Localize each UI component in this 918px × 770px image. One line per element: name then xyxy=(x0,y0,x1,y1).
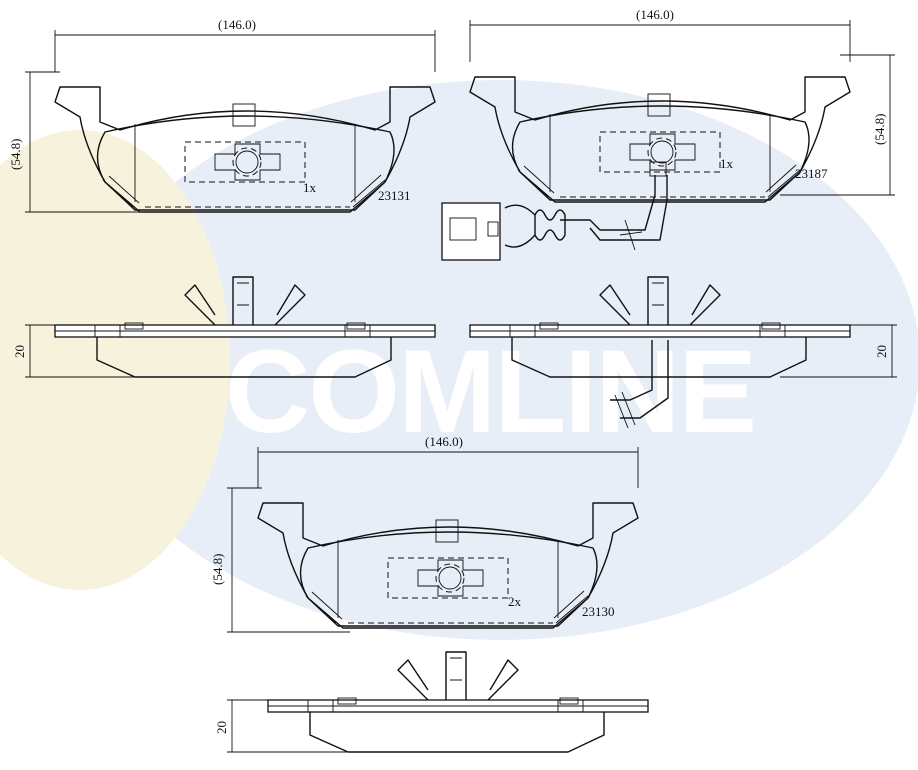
pad-23187-qty-label: 1x xyxy=(720,156,734,171)
pad-23130-side-view xyxy=(267,651,649,753)
watermark-band xyxy=(0,130,230,590)
pad-23131-part-number: 23131 xyxy=(378,188,411,203)
pad-23131-height-label: (54.8) xyxy=(8,139,23,170)
pad-23187-dimensions: (146.0) (54.8) 1x 23187 xyxy=(469,7,895,196)
pad-23187-width-label: (146.0) xyxy=(636,7,674,22)
watermark-text: COMLINE xyxy=(225,326,755,458)
pad-23187-thickness-label: 20 xyxy=(874,345,889,358)
pad-23131-qty-label: 1x xyxy=(303,180,317,195)
pad-23130-height-label: (54.8) xyxy=(210,554,225,585)
pad-23187-part-number: 23187 xyxy=(795,166,828,181)
pad-23130-part-number: 23130 xyxy=(582,604,615,619)
pad-23187-thickness-dim: 20 xyxy=(780,324,897,378)
comline-watermark: COMLINE xyxy=(0,80,918,640)
pad-23187-height-label: (54.8) xyxy=(872,114,887,145)
watermark-ellipse xyxy=(80,80,918,640)
pad-23187-sensor-side xyxy=(610,340,669,429)
pad-23187-wear-sensor xyxy=(441,161,668,261)
pad-23130-thickness-label: 20 xyxy=(214,721,229,734)
pad-23131-width-label: (146.0) xyxy=(218,17,256,32)
pad-23131-dimensions: (146.0) (54.8) 1x 23131 xyxy=(8,17,436,213)
pad-23130-width-label: (146.0) xyxy=(425,434,463,449)
pad-23130-dimensions: (146.0) (54.8) 2x 23130 xyxy=(210,434,639,633)
pad-23130-qty-label: 2x xyxy=(508,594,522,609)
pad-23131-thickness-dim: 20 xyxy=(12,324,135,378)
pad-23130-thickness-dim: 20 xyxy=(214,699,350,753)
pad-23131-thickness-label: 20 xyxy=(12,345,27,358)
